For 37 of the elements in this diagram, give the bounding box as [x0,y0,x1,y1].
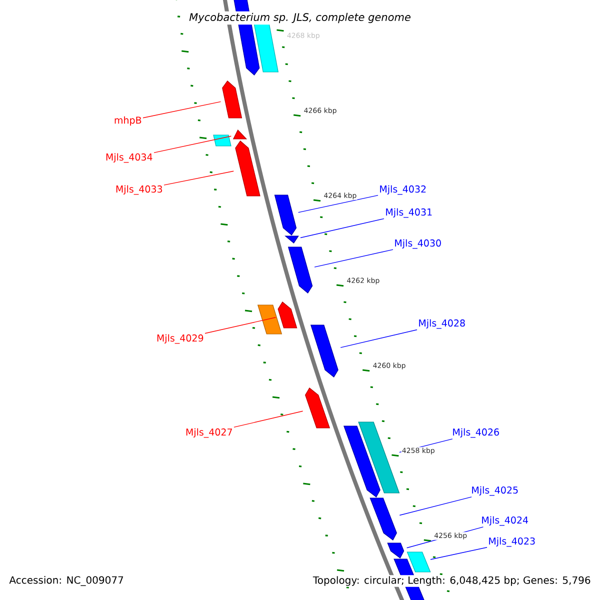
leader-line [314,249,394,268]
gene-block [235,140,260,196]
footer-text: Accession: NC_009077 [8,575,125,587]
leader-line [300,218,384,238]
gene-label: Mjls_4032 [380,185,426,195]
gene-label: Mjls_4027 [186,428,232,438]
gene-block [253,22,279,72]
gene-block [370,498,397,540]
gene-label: Mjls_4028 [419,319,465,329]
gene-label: Mjls_4024 [482,516,528,526]
gene-label: Mjls_4033 [116,185,162,195]
title: Mycobacterium sp. JLS, complete genome [188,11,412,25]
gene-block [358,422,400,494]
gene-block [406,552,431,572]
leader-line [298,195,378,213]
gene-label: mhpB [114,116,142,126]
gene-block [222,80,242,118]
gene-block [344,426,380,498]
leader-line [142,101,222,118]
gene-label: Mjls_4030 [395,239,441,249]
leader-line [154,136,232,154]
gene-label: Mjls_4026 [453,428,499,438]
gene-label: Mjls_4029 [157,334,204,344]
gene-label: Mjls_4034 [106,153,152,163]
gene-label: Mjls_4023 [489,537,535,547]
leader-line [430,547,488,560]
gene-label: Mjls_4031 [386,208,432,218]
leader-line [340,329,418,348]
gene-label: Mjls_4025 [472,486,518,496]
leader-line [164,170,234,186]
leader-line [204,317,276,334]
gene-block [278,302,298,328]
leader-line [234,410,304,428]
gene-block [387,542,404,558]
gene-block [305,388,330,428]
leader-line [399,496,472,516]
footer-text: Topology: circular; Length: 6,048,425 bp; Genes: 5,796 [312,575,592,587]
